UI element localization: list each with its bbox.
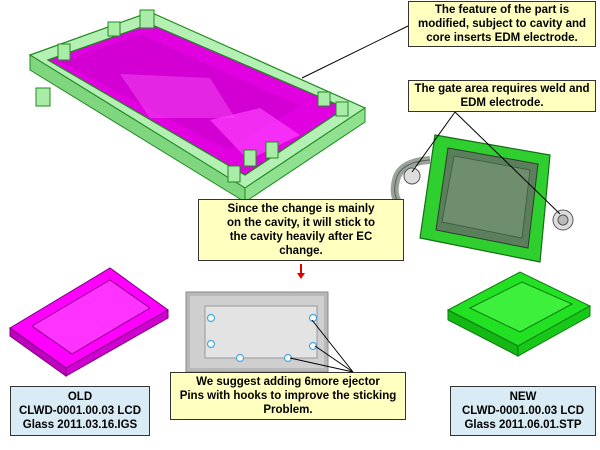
old-label-part: CLWD-0001.00.03 LCD xyxy=(18,405,142,417)
gate-note: The gate area requires weld and EDM elec… xyxy=(408,80,596,112)
old-part-model xyxy=(9,267,169,377)
change-note-line-3: the cavity heavily after EC xyxy=(229,231,373,243)
feature-note-line-3: core inserts EDM electrode. xyxy=(426,32,578,44)
old-label-title: OLD xyxy=(67,391,93,403)
change-note-line-2: on the cavity, it will stick to xyxy=(226,217,376,229)
old-label-file: Glass 2011.03.16.IGS xyxy=(22,419,138,431)
red-down-arrow-icon xyxy=(297,264,305,279)
ejector-leader-line-1 xyxy=(311,319,354,373)
gate-note-line-1: The gate area requires weld and xyxy=(414,83,590,95)
new-label-file: Glass 2011.06.01.STP xyxy=(464,419,582,431)
new-part-model xyxy=(446,271,592,357)
gate-note-line-2: EDM electrode. xyxy=(460,97,544,109)
ejector-leader-line-3 xyxy=(289,357,354,373)
ejector-note-line-1: We suggest adding 6more ejector xyxy=(196,376,380,388)
change-note: Since the change is mainly on the cavity… xyxy=(198,199,404,261)
ejector-note-line-2: Pins with hooks to improve the sticking xyxy=(179,390,397,402)
change-note-line-1: Since the change is mainly xyxy=(227,203,375,215)
old-label: OLD CLWD-0001.00.03 LCD Glass 2011.03.16… xyxy=(10,386,150,436)
modified-part-model xyxy=(28,9,367,203)
gate-part-model xyxy=(390,134,574,263)
ejector-leader-line-2 xyxy=(314,345,354,373)
new-label: NEW CLWD-0001.00.03 LCD Glass 2011.06.01… xyxy=(450,386,596,436)
new-label-part: CLWD-0001.00.03 LCD xyxy=(461,405,585,417)
ejector-note: We suggest adding 6more ejector Pins wit… xyxy=(170,372,406,420)
feature-leader-line xyxy=(301,25,409,79)
ejector-note-line-3: Problem. xyxy=(263,404,313,416)
gate-leader-line-2 xyxy=(454,111,561,215)
gate-leader-line-1 xyxy=(411,111,456,173)
feature-note-line-2: modified, subject to cavity and xyxy=(417,18,587,30)
change-note-line-4: change. xyxy=(279,245,323,257)
feature-note: The feature of the part is modified, sub… xyxy=(408,1,596,47)
feature-note-line-1: The feature of the part is xyxy=(434,4,570,16)
new-label-title: NEW xyxy=(509,391,537,403)
ejector-photo xyxy=(185,291,329,373)
